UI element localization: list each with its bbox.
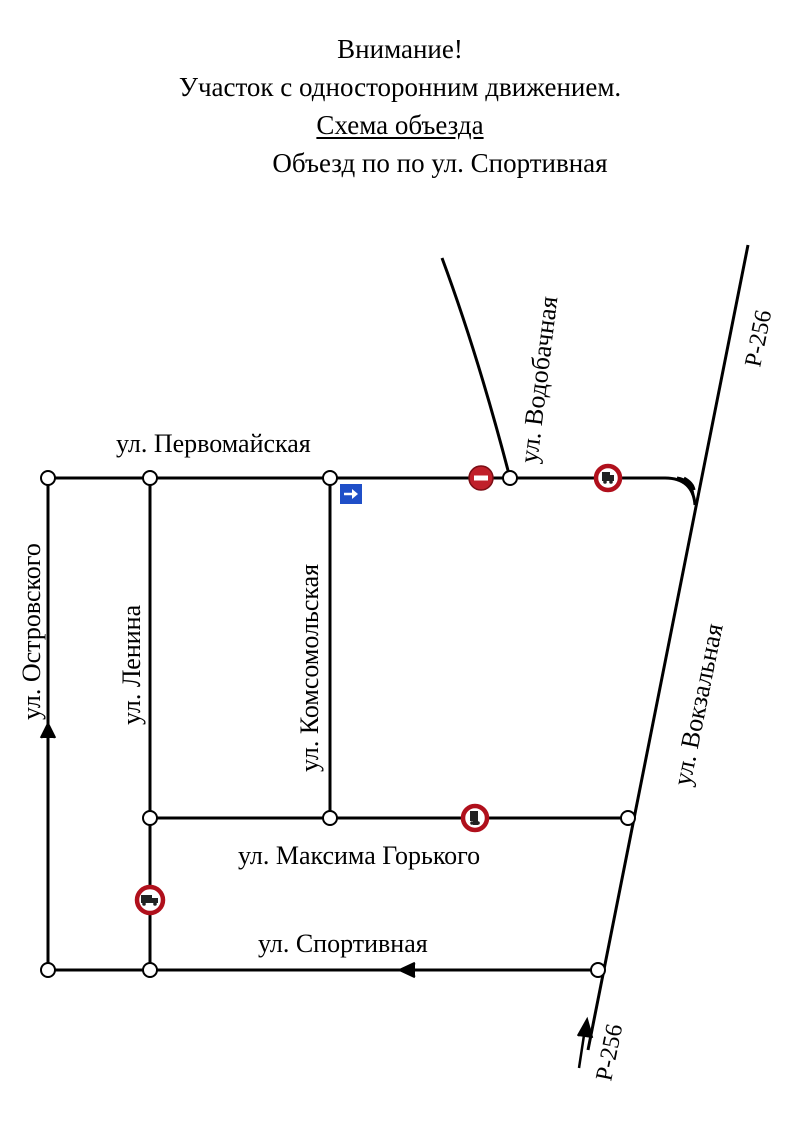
detour-scheme-label: Схема объезда bbox=[316, 110, 484, 140]
intersection-node bbox=[142, 962, 158, 978]
no-trucks-sign-icon bbox=[134, 884, 166, 916]
intersection-node bbox=[322, 470, 338, 486]
junction-arc bbox=[676, 476, 695, 496]
road-vokzalnaya-r256 bbox=[586, 244, 750, 1051]
notice-header: Внимание! Участок с односторонним движен… bbox=[0, 30, 800, 182]
intersection-node bbox=[322, 810, 338, 826]
road-vodobachnaya bbox=[440, 257, 512, 479]
one-way-sign-icon bbox=[340, 484, 362, 504]
intersection-node bbox=[40, 962, 56, 978]
intersection-node bbox=[590, 962, 606, 978]
up-arrow-icon bbox=[576, 1016, 594, 1069]
left-arrow-icon bbox=[397, 961, 416, 979]
street-label-komsomolskaya: ул. Комсомольская bbox=[295, 564, 324, 772]
junction-arc bbox=[683, 476, 696, 491]
notice-subtitle: Участок с односторонним движением. bbox=[178, 72, 622, 102]
detour-route-label: Объезд по по ул. Спортивная bbox=[272, 148, 608, 178]
street-label-lenina: ул. Ленина bbox=[117, 604, 146, 725]
intersection-node bbox=[142, 810, 158, 826]
street-label-gorkogo: ул. Максима Горького bbox=[238, 841, 480, 870]
street-label-vokzalnaya: ул. Вокзальная bbox=[667, 621, 728, 788]
intersection-node bbox=[142, 470, 158, 486]
road-pervomayskaya bbox=[48, 476, 697, 506]
no-entry-sign-icon bbox=[468, 465, 494, 491]
direction-arrows bbox=[39, 721, 594, 1069]
intersection-node bbox=[620, 810, 636, 826]
intersection-node bbox=[40, 470, 56, 486]
street-label-vodobachnaya: ул. Водобачная bbox=[514, 295, 563, 465]
route-label-bottom: Р-256 bbox=[591, 1022, 628, 1083]
street-label-pervomayskaya: ул. Первомайская bbox=[116, 429, 311, 458]
route-label-top: Р-256 bbox=[740, 308, 777, 369]
up-arrow-icon bbox=[39, 721, 57, 742]
intersections bbox=[40, 470, 636, 978]
street-label-ostrovskogo: ул. Островского bbox=[17, 543, 46, 720]
notice-title: Внимание! bbox=[337, 34, 463, 64]
no-trucks-sign-icon bbox=[593, 463, 623, 493]
no-trucks-sign-icon bbox=[460, 803, 490, 833]
intersection-node bbox=[502, 470, 518, 486]
street-label-sportivnaya: ул. Спортивная bbox=[258, 929, 428, 958]
